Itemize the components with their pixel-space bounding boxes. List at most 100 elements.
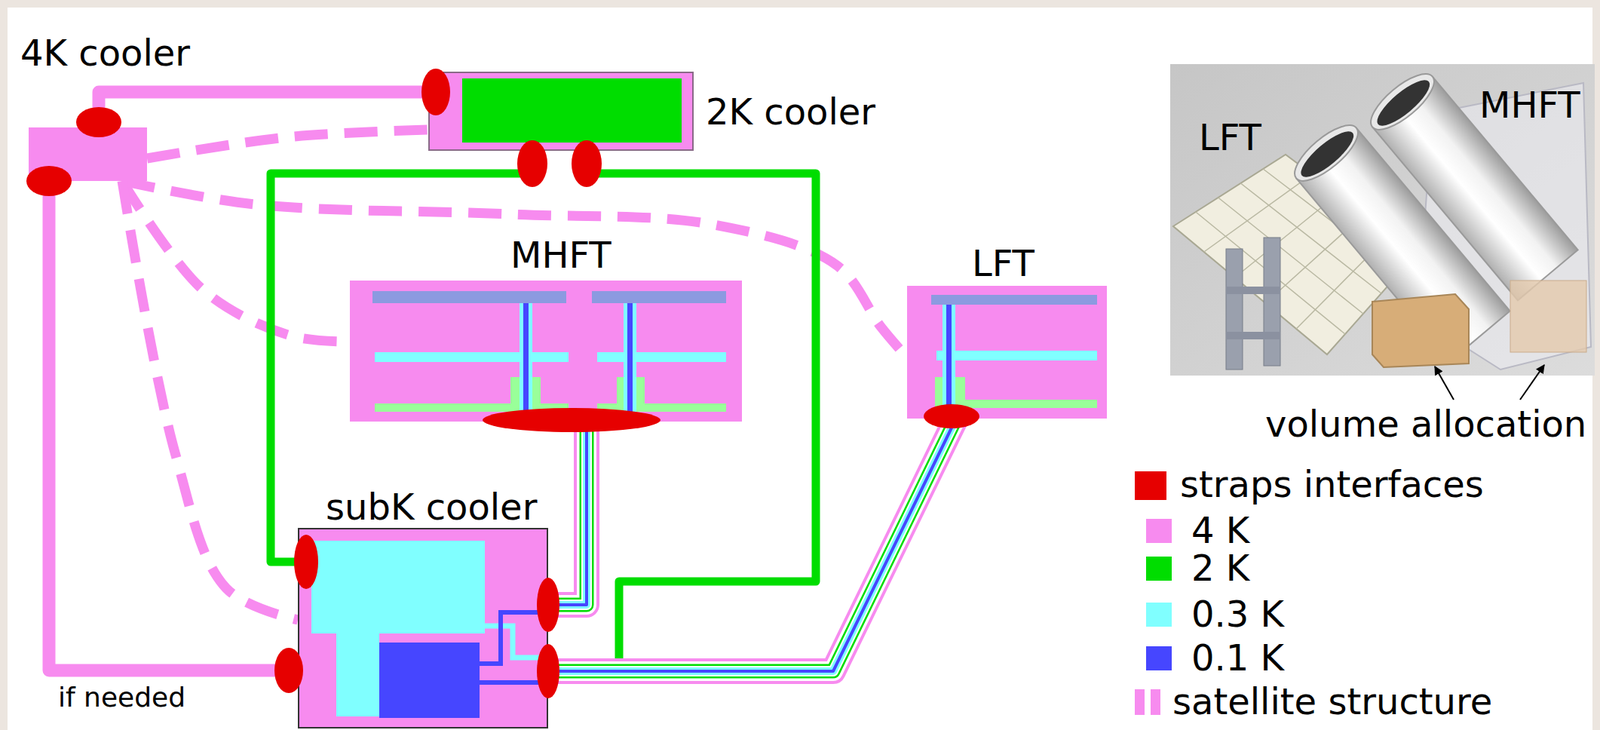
strap-line — [98, 91, 429, 128]
legend-text: 0.1 K — [1191, 637, 1285, 678]
label-slot: MHFT — [1479, 85, 1581, 126]
strap-link — [49, 180, 298, 671]
tube-rim — [1362, 64, 1442, 138]
label-slot: 0.1 K — [1191, 637, 1285, 678]
node-title: 2K cooler — [705, 91, 876, 132]
mhft-internals — [372, 291, 727, 420]
tube-rim — [1286, 116, 1366, 190]
node-title: MHFT — [510, 235, 612, 276]
strap-interface — [294, 534, 319, 589]
stage-03k — [336, 631, 380, 717]
legend-text: 4 K — [1191, 510, 1250, 551]
stand-post — [1263, 237, 1281, 366]
strap-link — [548, 418, 957, 672]
legend-swatch — [1146, 646, 1172, 671]
strap-band — [548, 421, 587, 605]
inner-link — [479, 612, 549, 664]
strap-interface — [571, 140, 602, 187]
strap-interface — [923, 404, 980, 429]
stage-03k — [311, 540, 485, 634]
focal-plane — [372, 291, 567, 304]
strap-band — [548, 421, 587, 605]
node-title: 4K cooler — [20, 33, 191, 74]
strap-interfaces — [26, 68, 980, 699]
legend-swatch — [1146, 556, 1172, 581]
legend-text: straps interfaces — [1180, 464, 1484, 505]
legend-swatch — [1134, 471, 1167, 500]
strap-band — [548, 421, 587, 605]
strap-line — [548, 418, 957, 672]
legend-text: 2 K — [1191, 548, 1250, 589]
strap-line — [147, 129, 429, 159]
inner-link — [484, 625, 549, 658]
strap-interface — [76, 107, 122, 138]
focal-plane — [931, 294, 1098, 305]
label-slot: LFT — [1198, 117, 1262, 158]
strap-interface — [536, 577, 560, 632]
strap-interface — [536, 643, 560, 699]
legend-text: 0.3 K — [1191, 594, 1285, 635]
lft-internals — [931, 294, 1098, 419]
stem — [519, 303, 533, 420]
volume-box — [1510, 280, 1587, 353]
label-slot: volume allocation — [1265, 404, 1587, 445]
label-slot: if needed — [58, 682, 186, 713]
label-slot: straps interfaces — [1180, 464, 1484, 505]
legend-text: satellite structure — [1172, 681, 1493, 722]
label-slot: 2K cooler — [705, 91, 876, 132]
stem — [523, 303, 529, 420]
strap-interface — [482, 407, 661, 433]
strap-link — [586, 150, 955, 672]
strap-link — [147, 129, 429, 159]
stand-bar — [1226, 331, 1281, 340]
label-slot: 4 K — [1191, 510, 1250, 551]
strap-interface — [274, 647, 304, 693]
stem — [942, 304, 956, 419]
stem — [946, 304, 952, 419]
strap-interface — [26, 165, 72, 197]
strap-band — [548, 418, 957, 672]
strap-interface — [421, 68, 451, 116]
strap-interface — [517, 140, 548, 187]
strap-band — [548, 418, 957, 672]
tube-aperture — [1295, 125, 1360, 184]
node-title: subK cooler — [325, 487, 537, 528]
dashed-sample — [1134, 689, 1162, 715]
grid-line — [1204, 174, 1312, 252]
strap-band — [548, 421, 587, 605]
leader-arrow — [1434, 366, 1454, 400]
leader-arrow — [1520, 364, 1545, 400]
strap-link — [548, 421, 587, 605]
part-name: MHFT — [1479, 85, 1581, 126]
part-name: LFT — [1198, 117, 1262, 158]
legend-swatch — [1146, 518, 1172, 543]
strap-line — [548, 421, 587, 605]
stage-plate — [597, 352, 727, 362]
label-slot: 2 K — [1191, 548, 1250, 589]
support-stand — [1226, 237, 1281, 370]
stage-plate — [462, 78, 682, 143]
stem — [627, 303, 633, 420]
label-slot: LFT — [971, 243, 1035, 284]
stand-post — [1226, 248, 1243, 370]
edge-note: if needed — [58, 682, 186, 713]
subk-internals — [311, 540, 549, 718]
strap-link — [98, 91, 429, 128]
part-name: volume allocation — [1265, 404, 1587, 445]
strap-line — [586, 150, 955, 672]
legend-swatch — [1146, 602, 1172, 627]
stem — [623, 303, 637, 420]
label-slot: 0.3 K — [1191, 594, 1285, 635]
label-slot: satellite structure — [1172, 681, 1493, 722]
strap-band — [548, 418, 957, 672]
dash-bar — [1150, 689, 1161, 715]
label-slot: 4K cooler — [20, 33, 191, 74]
strap-band — [548, 418, 957, 672]
stage-plate — [936, 350, 1098, 361]
stage-01k — [379, 642, 480, 718]
focal-plane — [591, 291, 727, 304]
node-title: LFT — [971, 243, 1035, 284]
volume-box — [1372, 294, 1469, 368]
render-ground — [1170, 64, 1595, 376]
